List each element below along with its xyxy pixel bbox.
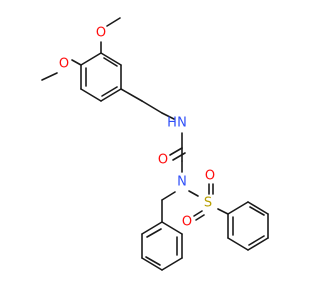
atom-s-sulfonyl: S — [204, 196, 212, 211]
ethyl-linker — [120, 88, 175, 120]
dimethoxyphenyl-ring — [80, 52, 122, 102]
atom-o-sulfonyl-left: O — [182, 215, 192, 230]
atom-o-carbonyl: O — [158, 153, 168, 168]
bond — [227, 201, 249, 215]
bond-double-inner — [248, 235, 265, 246]
benzyl-group — [141, 191, 183, 271]
bond — [193, 210, 203, 217]
bond — [80, 88, 102, 102]
bond-double-inner — [103, 57, 118, 67]
bond — [71, 59, 82, 66]
bond-double-inner — [101, 86, 118, 97]
atom-o-methoxy-left: O — [59, 57, 69, 72]
bond-double-inner — [145, 256, 161, 266]
bond — [106, 17, 121, 27]
molecule-diagram: O O N H O N S O O — [41, 17, 269, 271]
atom-h-amide: H — [167, 116, 177, 131]
bond — [161, 191, 176, 201]
bond — [247, 237, 269, 251]
bond — [141, 257, 163, 271]
bond — [188, 190, 199, 197]
bond — [161, 221, 183, 235]
bond — [161, 112, 175, 120]
atom-o-methoxy-top: O — [96, 26, 106, 41]
bond-double — [172, 152, 186, 161]
bond — [227, 237, 249, 251]
structure-canvas: O O N H O N S O O — [41, 17, 269, 271]
bond — [100, 88, 122, 102]
bond-double-inner — [249, 206, 265, 216]
bond — [217, 208, 229, 215]
bond — [247, 201, 269, 215]
bond — [80, 52, 102, 66]
sulfonyl-group — [188, 183, 229, 221]
bond — [41, 72, 58, 81]
bond — [161, 257, 183, 271]
atom-n-sulfonamide: N — [177, 175, 187, 190]
bond-double-inner — [146, 228, 162, 238]
bond — [120, 88, 143, 102]
atom-n-amide: N — [177, 116, 187, 131]
bond — [169, 147, 183, 156]
bond — [100, 52, 122, 66]
amide-core — [169, 132, 186, 173]
methoxy-groups — [41, 17, 121, 81]
bond-double — [195, 214, 205, 221]
phenylsulfonyl-ring — [227, 201, 269, 251]
atom-o-sulfonyl-top: O — [205, 169, 215, 184]
bond — [141, 221, 163, 235]
bond — [141, 100, 163, 114]
